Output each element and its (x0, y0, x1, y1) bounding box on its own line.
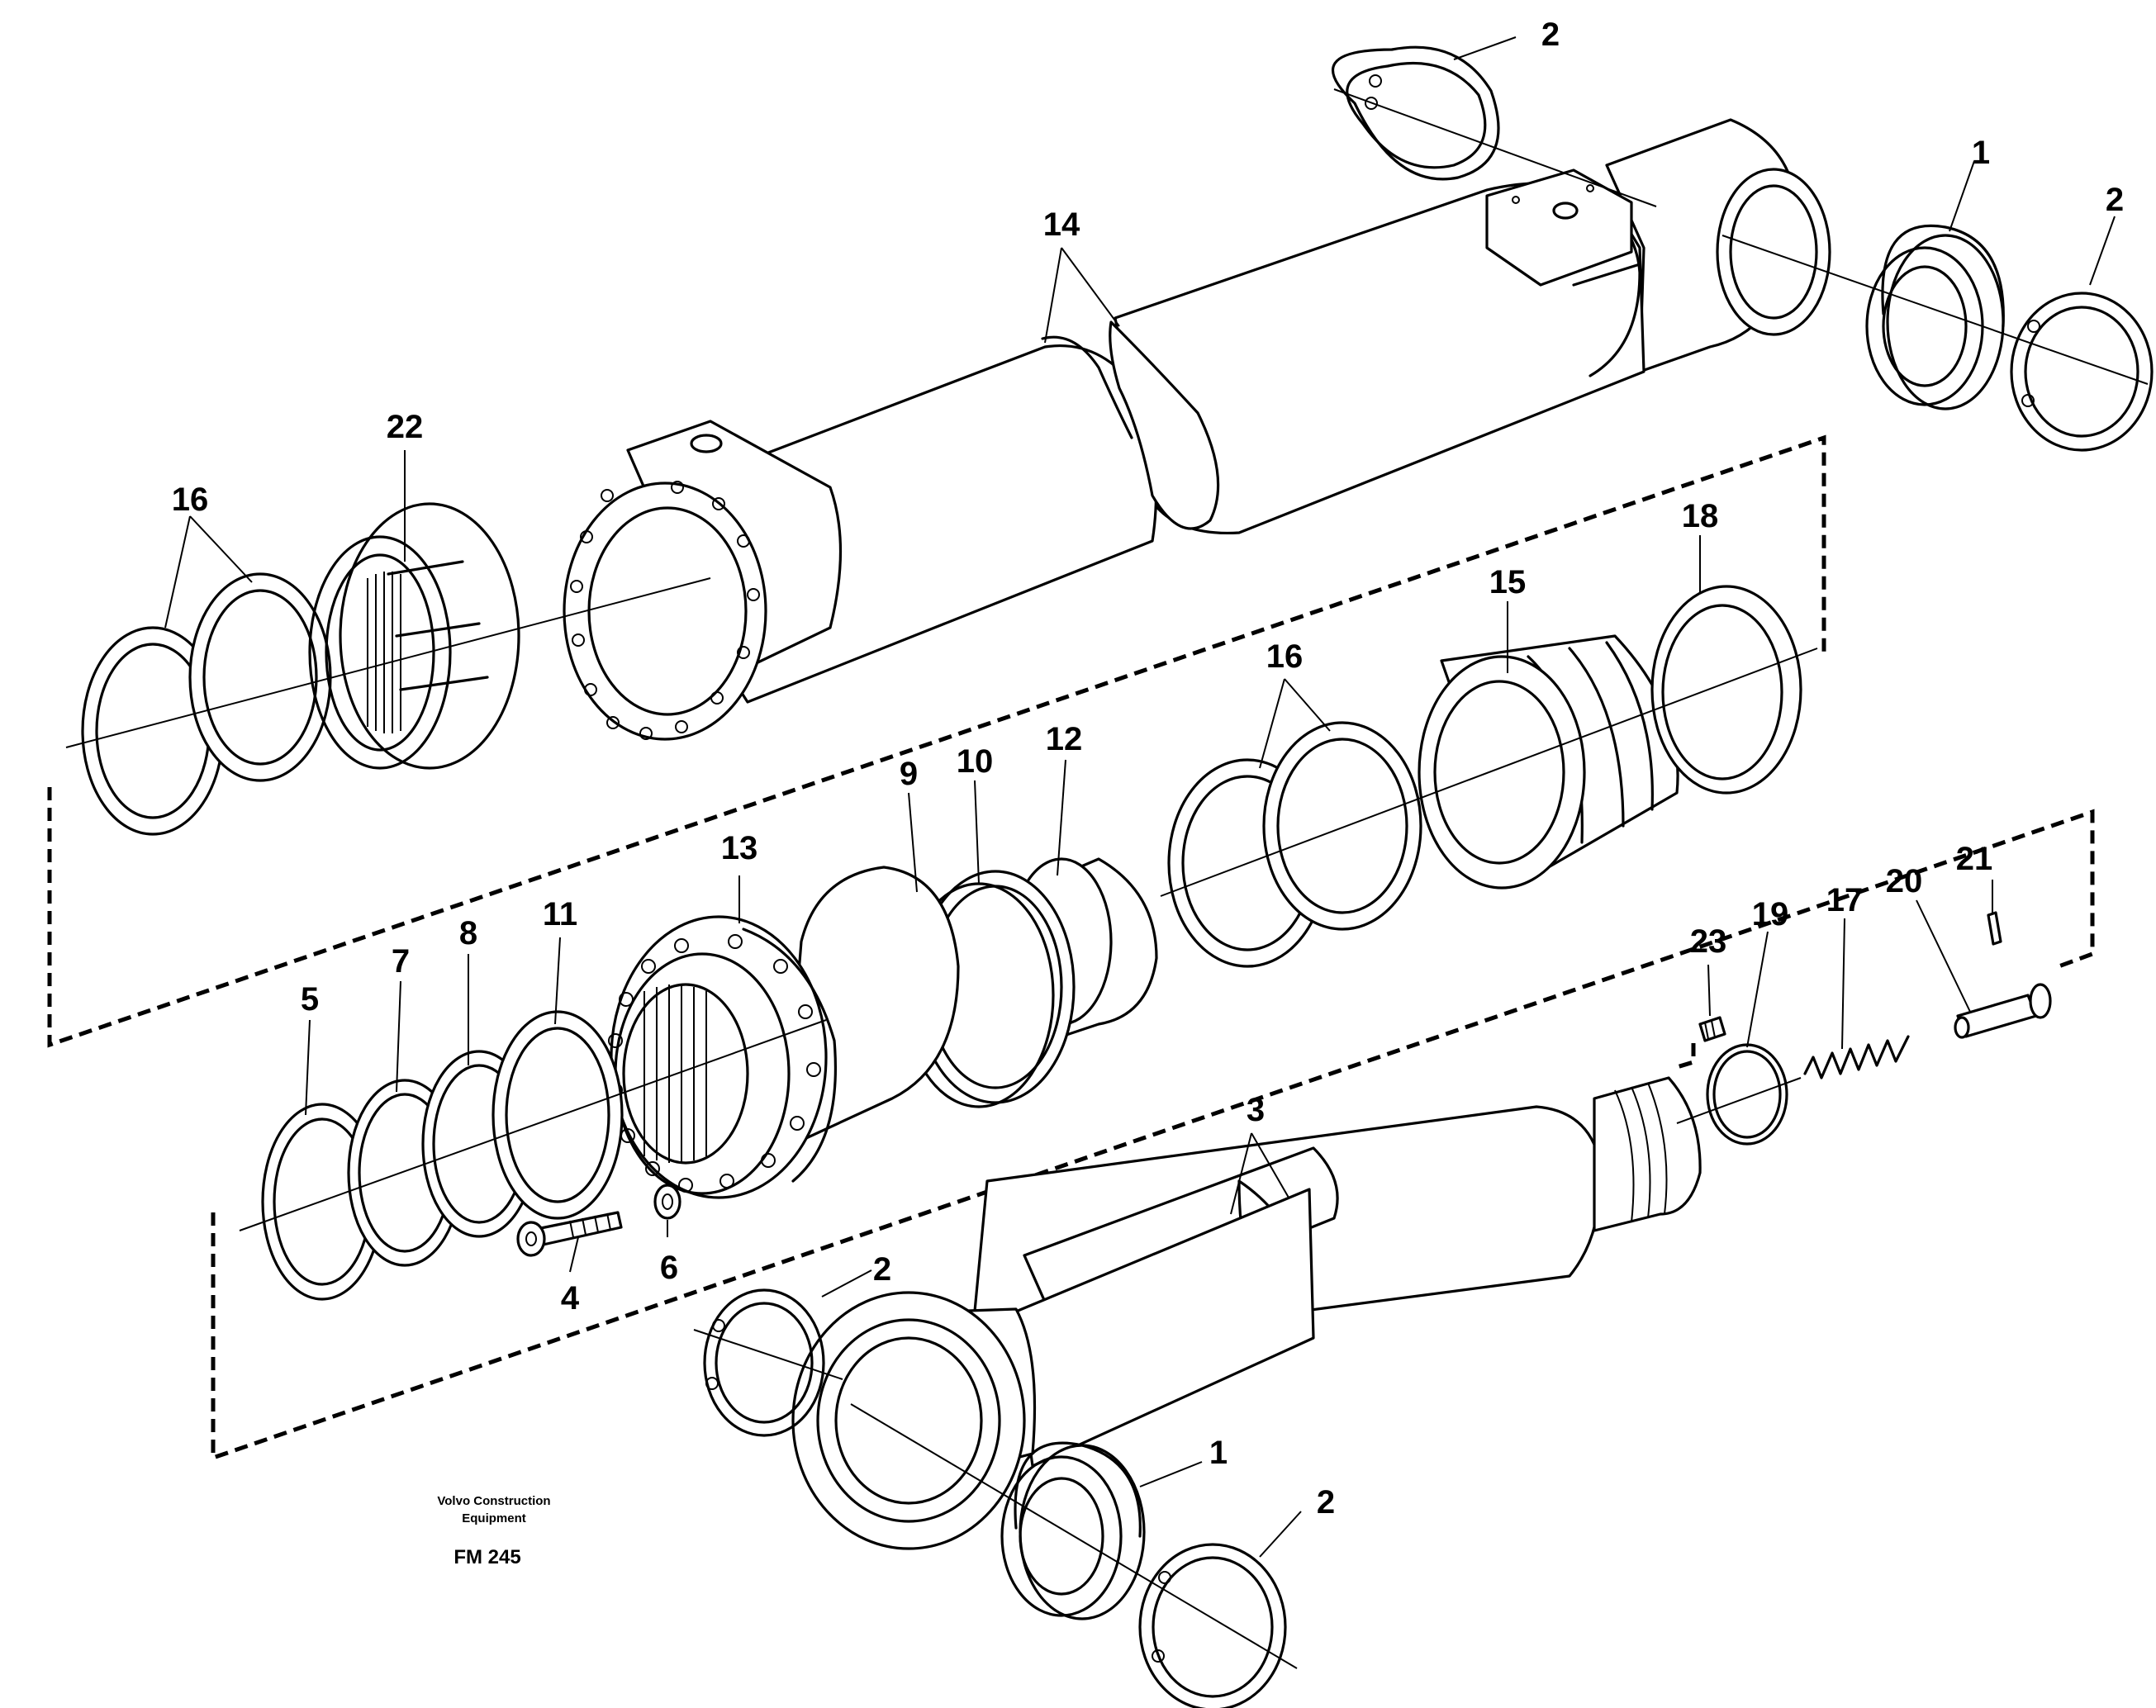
wiper-ring-11 (492, 1010, 624, 1220)
callout-2-lower-right: 2 (1317, 1484, 1335, 1521)
dashed-group-boundary (47, 434, 2095, 1461)
flange-bolt-holes (570, 481, 760, 740)
callout-15: 15 (1489, 564, 1527, 600)
callout-21: 21 (1956, 841, 1993, 877)
callout-14: 14 (1043, 206, 1080, 243)
callout-17: 17 (1826, 882, 1864, 918)
leader-lines (164, 36, 2116, 1558)
company-line-2: Equipment (462, 1511, 526, 1525)
callout-5: 5 (301, 981, 319, 1018)
guide-ring-22 (308, 502, 520, 770)
ring-set-16-left (81, 572, 332, 836)
snap-ring-top (1331, 45, 1500, 181)
callout-labels: 1 2 2 14 22 16 18 15 16 12 10 9 13 11 8 … (172, 17, 2124, 1521)
pin-21 (1987, 911, 2002, 946)
callout-2-lower-left: 2 (873, 1251, 891, 1288)
callout-20: 20 (1886, 863, 1923, 899)
callout-7: 7 (392, 943, 410, 980)
callout-11: 11 (543, 896, 577, 932)
guide-ring-18 (1650, 585, 1802, 795)
bushing-lower (1000, 1441, 1146, 1620)
callout-16-middle: 16 (1266, 638, 1304, 675)
callout-23: 23 (1690, 923, 1727, 960)
figure-code: FM 245 (454, 1546, 520, 1568)
axis-lines (65, 88, 2149, 1669)
seal-kit-15 (1418, 634, 1679, 890)
cylinder-tube (563, 118, 1831, 741)
callout-2-top-right: 2 (2106, 182, 2124, 218)
callout-4: 4 (561, 1280, 580, 1317)
callout-6: 6 (660, 1250, 678, 1286)
callout-2-top: 2 (1541, 17, 1560, 53)
snap-ring-lower-left (703, 1288, 825, 1437)
callout-1-lower: 1 (1209, 1435, 1228, 1471)
ring-set-16-middle (1167, 721, 1422, 968)
cylinder-head-13 (608, 866, 960, 1199)
callout-10: 10 (957, 743, 994, 780)
footer-credit: Volvo Construction Equipment FM 245 (437, 1494, 550, 1568)
snap-ring-top-right (2010, 292, 2154, 452)
callout-19: 19 (1752, 896, 1789, 932)
bushing-top-right (1865, 224, 2005, 410)
callout-16-left: 16 (172, 482, 209, 518)
o-ring-19 (1706, 1043, 1788, 1146)
snap-ring-lower-right (1138, 1543, 1287, 1708)
valve-pin-20 (1954, 983, 2052, 1039)
callout-1-top: 1 (1972, 135, 1990, 171)
callout-18: 18 (1682, 498, 1719, 534)
callout-9: 9 (900, 756, 918, 792)
washer-6 (653, 1184, 681, 1220)
callout-3: 3 (1247, 1092, 1265, 1128)
callout-22: 22 (387, 409, 424, 445)
callout-8: 8 (459, 915, 477, 951)
spring-17 (1803, 1035, 1910, 1079)
callout-12: 12 (1046, 721, 1083, 757)
company-line-1: Volvo Construction (437, 1494, 550, 1508)
screw-4 (516, 1211, 623, 1257)
callout-13: 13 (721, 830, 758, 866)
piston-rod (791, 1076, 1702, 1550)
set-screw-23 (1698, 1016, 1726, 1042)
